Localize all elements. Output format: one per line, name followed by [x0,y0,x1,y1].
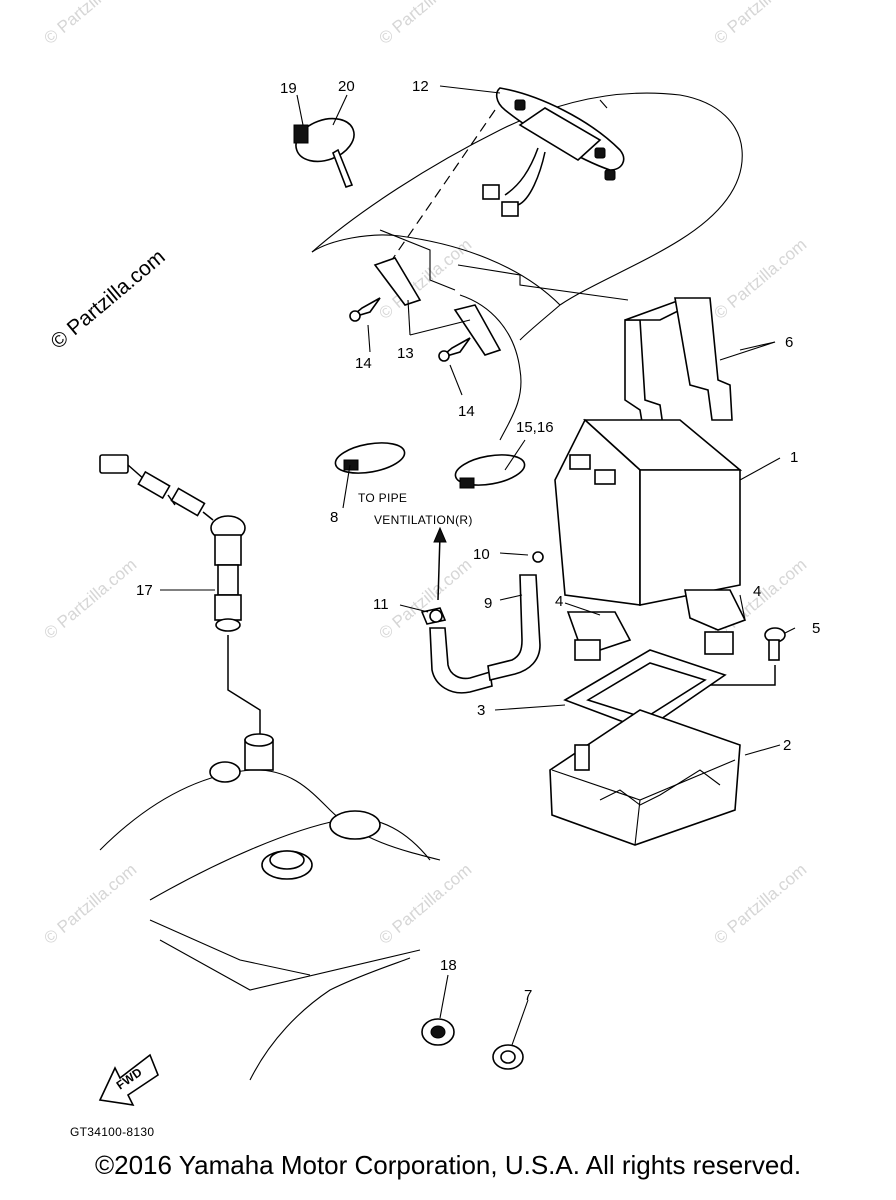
diagram-code: GT34100-8130 [70,1125,154,1139]
callout-14: 14 [458,403,475,420]
part-6-straps [624,297,733,441]
callout-14: 14 [355,355,372,372]
note-to-pipe: TO PIPE [358,491,407,505]
callout-13: 13 [397,345,414,362]
part-19-20-band [293,117,355,189]
arrow-head [433,526,447,543]
callout-labels: 1 2 3 4 4 5 6 7 8 9 10 11 12 13 14 14 15… [136,78,820,1004]
callout-19: 19 [280,80,297,97]
watermark-large: © Partzilla.com [46,245,169,354]
part-14-screws [349,297,471,362]
callout-15-16: 15,16 [516,419,554,436]
callout-1: 1 [790,449,798,466]
part-17-connector [99,454,246,632]
callout-6: 6 [785,334,793,351]
callout-20: 20 [338,78,355,95]
watermark: © Partzilla.com [375,555,475,643]
callout-12: 12 [412,78,429,95]
part-4-pads [566,589,747,661]
watermark: © Partzilla.com [375,860,475,948]
part-12-panel [482,87,625,217]
callout-2: 2 [783,737,791,754]
engine-outline [99,733,441,1081]
callout-8: 8 [330,509,338,526]
callout-11: 11 [373,596,389,613]
leader-lines [160,85,796,1046]
note-ventilation: VENTILATION(R) [374,513,473,527]
part-2-tray [549,709,741,846]
part-1-battery [554,418,743,606]
watermark: © Partzilla.com [40,860,140,948]
callout-9: 9 [484,595,492,612]
arrow-ventilation [437,534,441,601]
leader-17-down [227,635,261,740]
watermark: © Partzilla.com [40,555,140,643]
callout-10: 10 [473,546,490,563]
watermark: © Partzilla.com [710,235,810,323]
grommets [421,1018,524,1070]
dash-leader-12 [384,109,496,271]
callout-4: 4 [555,593,563,610]
part-3-frame [563,649,727,731]
hose-clamps [334,442,526,489]
watermark: © Partzilla.com [375,0,475,48]
callout-3: 3 [477,702,485,719]
copyright-footer: ©2016 Yamaha Motor Corporation, U.S.A. A… [94,1150,802,1180]
part-13-brackets [373,257,502,356]
seat-outline [311,92,743,441]
watermark: © Partzilla.com [710,0,810,48]
watermark: © Partzilla.com [40,0,140,48]
part-5-bolt [764,627,786,661]
callout-18: 18 [440,957,457,974]
callout-4: 4 [753,583,761,600]
fwd-arrow-icon: FWD [98,1053,159,1107]
watermark: © Partzilla.com [710,860,810,948]
callout-7: 7 [524,987,532,1004]
callout-5: 5 [812,620,820,637]
callout-17: 17 [136,582,153,599]
